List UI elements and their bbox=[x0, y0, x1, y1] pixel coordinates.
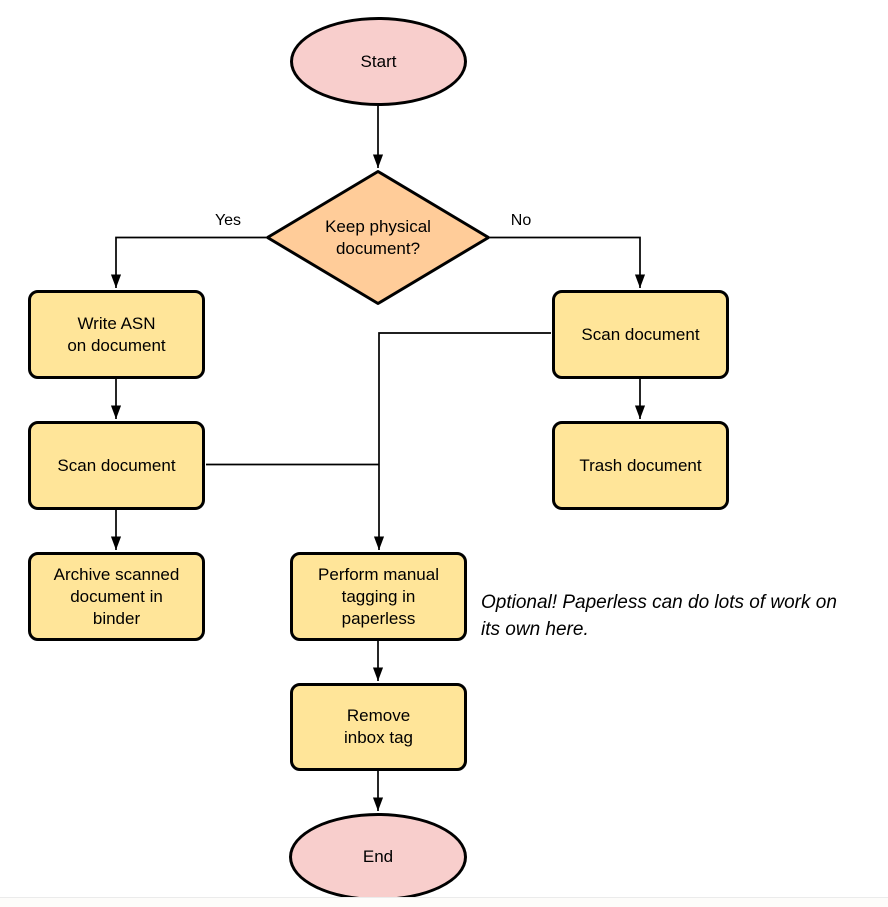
node-remove-inbox-tag-label: Remove inbox tag bbox=[344, 706, 413, 747]
node-scan-document-right: Scan document bbox=[552, 290, 729, 379]
edge-decision-yes-to-write-asn bbox=[110, 236, 266, 288]
decision-diamond-shape bbox=[266, 170, 490, 305]
node-end-label: End bbox=[362, 847, 394, 866]
edge-label-yes: Yes bbox=[214, 212, 242, 229]
node-archive-document-label: Archive scanned document in binder bbox=[53, 564, 180, 628]
node-start: Start bbox=[290, 17, 467, 106]
node-trash-document-label: Trash document bbox=[579, 455, 702, 475]
node-remove-inbox-tag: Remove inbox tag bbox=[290, 683, 467, 771]
node-archive-document: Archive scanned document in binder bbox=[28, 552, 205, 641]
node-trash-document: Trash document bbox=[552, 421, 729, 510]
node-scan-document-left: Scan document bbox=[28, 421, 205, 510]
node-scan-document-right-label: Scan document bbox=[581, 324, 700, 344]
page-bottom-edge bbox=[0, 897, 888, 907]
edge-scan-right-to-perform-tagging bbox=[373, 332, 551, 550]
edge-decision-no-to-scan-right bbox=[490, 236, 646, 288]
node-end: End bbox=[289, 813, 467, 901]
node-write-asn: Write ASN on document bbox=[28, 290, 205, 379]
node-perform-tagging: Perform manual tagging in paperless bbox=[290, 552, 467, 641]
optional-annotation: Optional! Paperless can do lots of work … bbox=[481, 592, 837, 640]
edge-label-no: No bbox=[510, 212, 532, 229]
node-scan-document-left-label: Scan document bbox=[57, 455, 176, 475]
node-start-label: Start bbox=[360, 51, 397, 71]
node-write-asn-label: Write ASN on document bbox=[67, 313, 166, 355]
node-perform-tagging-label: Perform manual tagging in paperless bbox=[318, 564, 439, 628]
node-decision-label: Keep physical document? bbox=[325, 216, 431, 258]
